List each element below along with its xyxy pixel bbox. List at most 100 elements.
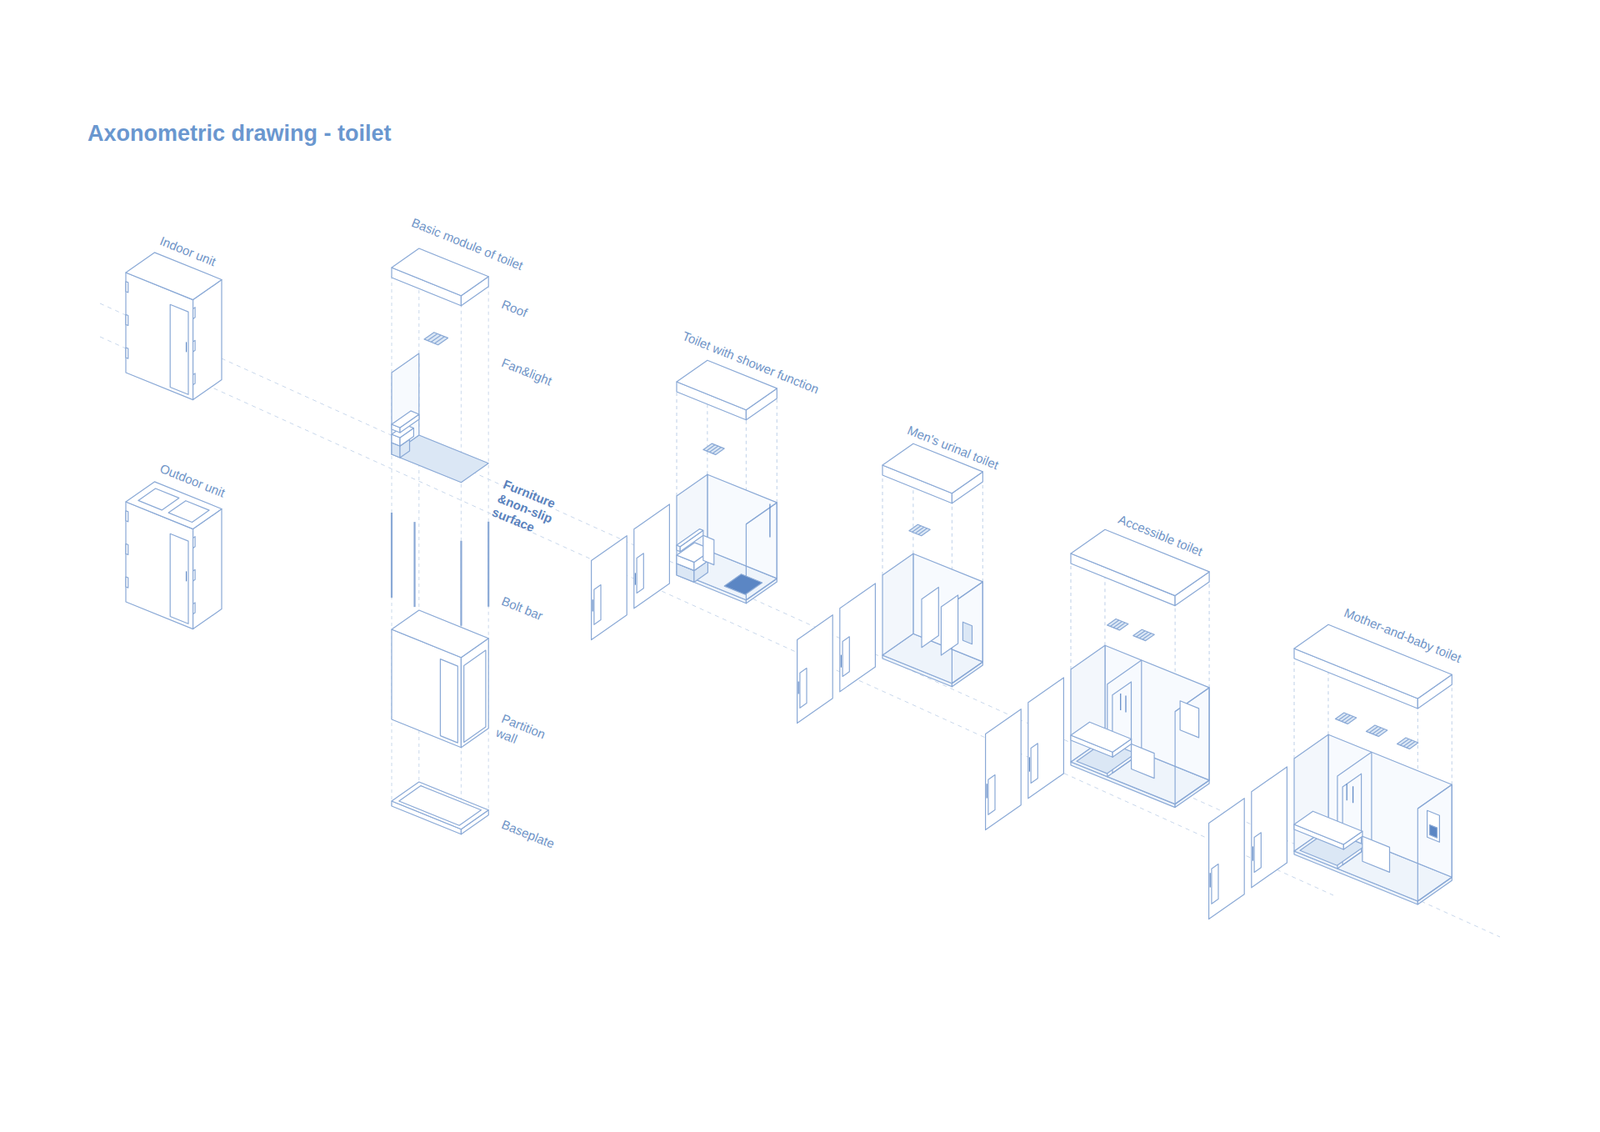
grab-bar [1352,785,1354,803]
guide-line [1208,581,1210,688]
hinge [1210,872,1211,887]
fan-grille [1372,727,1381,734]
mirror [1180,700,1200,738]
unit-box [193,280,222,400]
grab-bar [1125,695,1126,712]
bolt-tab [193,536,196,549]
wall-panel [1251,766,1288,888]
part-label: Partition wall [494,710,561,761]
fan-grille [1344,716,1353,723]
part-label: Furniture &non-slip surface [490,476,568,543]
wall-top [1417,784,1452,809]
door [170,533,189,624]
axis-guides [100,303,1500,937]
baby-seat [1430,825,1438,839]
wall-panel [591,535,628,640]
door [440,659,458,744]
panel-edge [1254,832,1261,873]
urinal [962,621,972,645]
shower-riser [769,504,770,538]
sink-counter [676,529,704,547]
toilet-modules [125,248,1452,920]
panel-edge [800,668,807,709]
panel-edge [842,636,850,677]
fan-grille [709,445,718,452]
shower-tray [724,574,762,595]
bolt-tab [193,602,196,615]
guide-line [982,481,984,582]
bolt-bar [460,540,462,626]
urinal-divider [940,595,958,655]
wall-top [745,502,777,525]
partition-box [391,610,489,658]
door-handle [185,570,187,581]
fan-grille [1136,630,1145,637]
fan-grille [712,447,721,454]
fan-grille [1400,739,1409,745]
hinge [592,599,594,611]
hinge [798,680,800,694]
sink-cabinet [703,535,715,565]
panel-edge [1211,864,1219,905]
fan-light [1335,712,1356,724]
fan-grille [1403,740,1412,746]
door-side [464,650,486,742]
wall-panel [1209,798,1245,920]
fan-light [1397,737,1419,749]
bolt-tab [193,340,196,352]
unit-box [193,509,222,630]
skylight [168,500,210,523]
bolt-bar [413,521,415,607]
guide-line [1293,658,1295,759]
fan-grille [918,528,927,535]
panel-edge [594,585,601,625]
fan-grille [427,333,438,340]
fan-light [424,332,449,345]
fan-light [1133,629,1155,640]
skylight [138,488,180,510]
urinal-divider [921,587,939,648]
fan-grille [430,335,441,342]
fan-grille [1142,633,1151,640]
hinge [635,572,636,585]
guide-line [1451,684,1453,785]
fan-grille [1375,729,1385,735]
sink-cabinet [1362,835,1390,872]
roof-slab [1294,624,1452,699]
right-wall [1175,687,1210,805]
fan-grille [1139,631,1148,638]
fan-grille [1338,714,1347,720]
sink-counter [1070,721,1132,752]
fan-grille [912,525,921,532]
baseplate [391,781,489,830]
door [170,304,189,395]
wall-panel [985,709,1022,830]
back-wall [913,553,983,662]
part-label: Baseplate [499,816,557,852]
part-label: Fan&light [499,355,555,389]
part-label: Bolt bar [499,593,545,624]
fan-light [1107,619,1129,630]
guide-line [881,475,883,575]
fan-grille [1113,621,1122,628]
guide-line [1070,563,1071,670]
page-title: Axonometric drawing - toilet [87,120,392,147]
baby-changer [1427,810,1440,842]
bolt-tab [193,307,196,320]
bolt-tab [125,543,129,555]
bolt-tab [125,281,129,293]
panel-edge [988,775,995,815]
bolt-tab [125,314,129,325]
bolt-tab [193,373,196,385]
guide-line [488,281,490,815]
hinge [1252,845,1254,860]
panel-edge [636,553,644,594]
sink-counter [1294,810,1363,845]
guide-line [776,398,778,503]
grab-bar [1346,783,1348,800]
grab-bar [1120,693,1121,710]
fan-grille [1341,715,1350,721]
hinge [986,783,988,798]
guide-line [675,391,677,496]
